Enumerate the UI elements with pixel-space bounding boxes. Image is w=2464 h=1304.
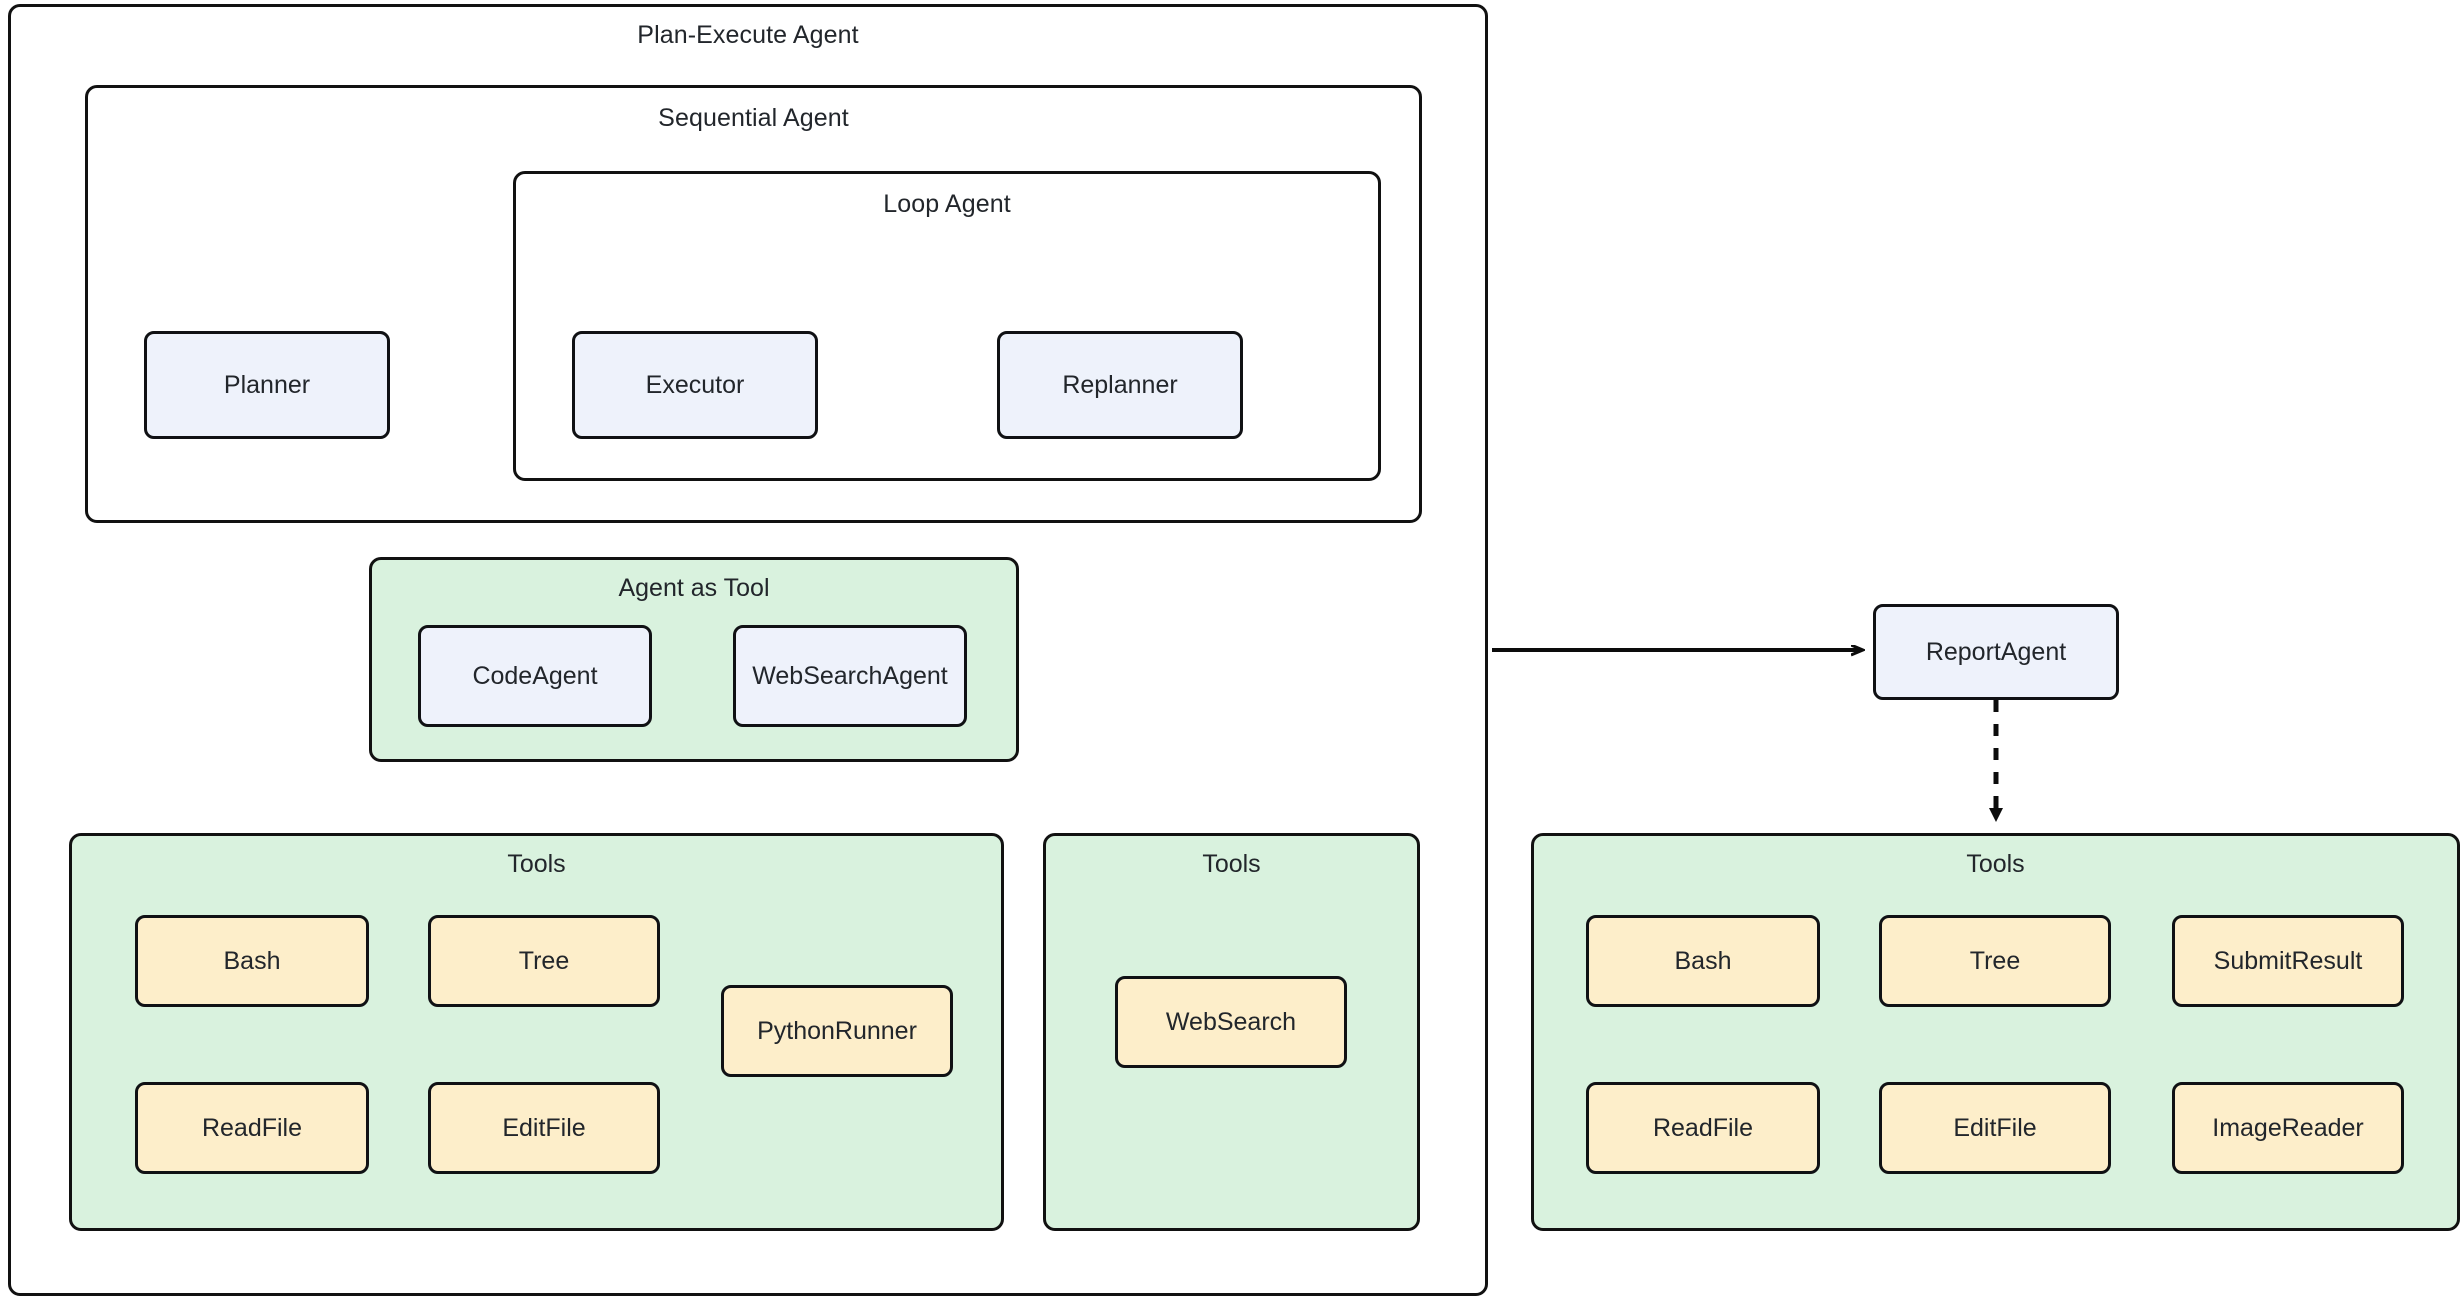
node-code-agent[interactable]: CodeAgent bbox=[418, 625, 652, 727]
node-report-agent[interactable]: ReportAgent bbox=[1873, 604, 2119, 700]
panel-tools-code-title: Tools bbox=[507, 850, 566, 878]
tool-box-tree-code[interactable]: Tree bbox=[428, 915, 660, 1007]
node-executor[interactable]: Executor bbox=[572, 331, 818, 439]
panel-tools-report-title: Tools bbox=[1966, 850, 2025, 878]
tool-box-readfile-code[interactable]: ReadFile bbox=[135, 1082, 369, 1174]
group-sequential-agent-title: Sequential Agent bbox=[658, 104, 849, 132]
tool-box-readfile-report[interactable]: ReadFile bbox=[1586, 1082, 1820, 1174]
panel-tools-websearch: Tools bbox=[1043, 833, 1420, 1231]
tool-box-imagereader[interactable]: ImageReader bbox=[2172, 1082, 2404, 1174]
tool-box-pythonrunner[interactable]: PythonRunner bbox=[721, 985, 953, 1077]
node-planner[interactable]: Planner bbox=[144, 331, 390, 439]
panel-tools-websearch-title: Tools bbox=[1202, 850, 1261, 878]
node-replanner[interactable]: Replanner bbox=[997, 331, 1243, 439]
group-plan-execute-agent-title: Plan-Execute Agent bbox=[637, 21, 859, 49]
tool-box-bash-report[interactable]: Bash bbox=[1586, 915, 1820, 1007]
tool-box-tree-report[interactable]: Tree bbox=[1879, 915, 2111, 1007]
tool-box-submitresult[interactable]: SubmitResult bbox=[2172, 915, 2404, 1007]
tool-box-websearch[interactable]: WebSearch bbox=[1115, 976, 1347, 1068]
tool-box-bash-code[interactable]: Bash bbox=[135, 915, 369, 1007]
tool-box-editfile-code[interactable]: EditFile bbox=[428, 1082, 660, 1174]
panel-agent-as-tool-title: Agent as Tool bbox=[618, 574, 770, 602]
group-loop-agent-title: Loop Agent bbox=[883, 190, 1011, 218]
node-web-search-agent[interactable]: WebSearchAgent bbox=[733, 625, 967, 727]
tool-box-editfile-report[interactable]: EditFile bbox=[1879, 1082, 2111, 1174]
